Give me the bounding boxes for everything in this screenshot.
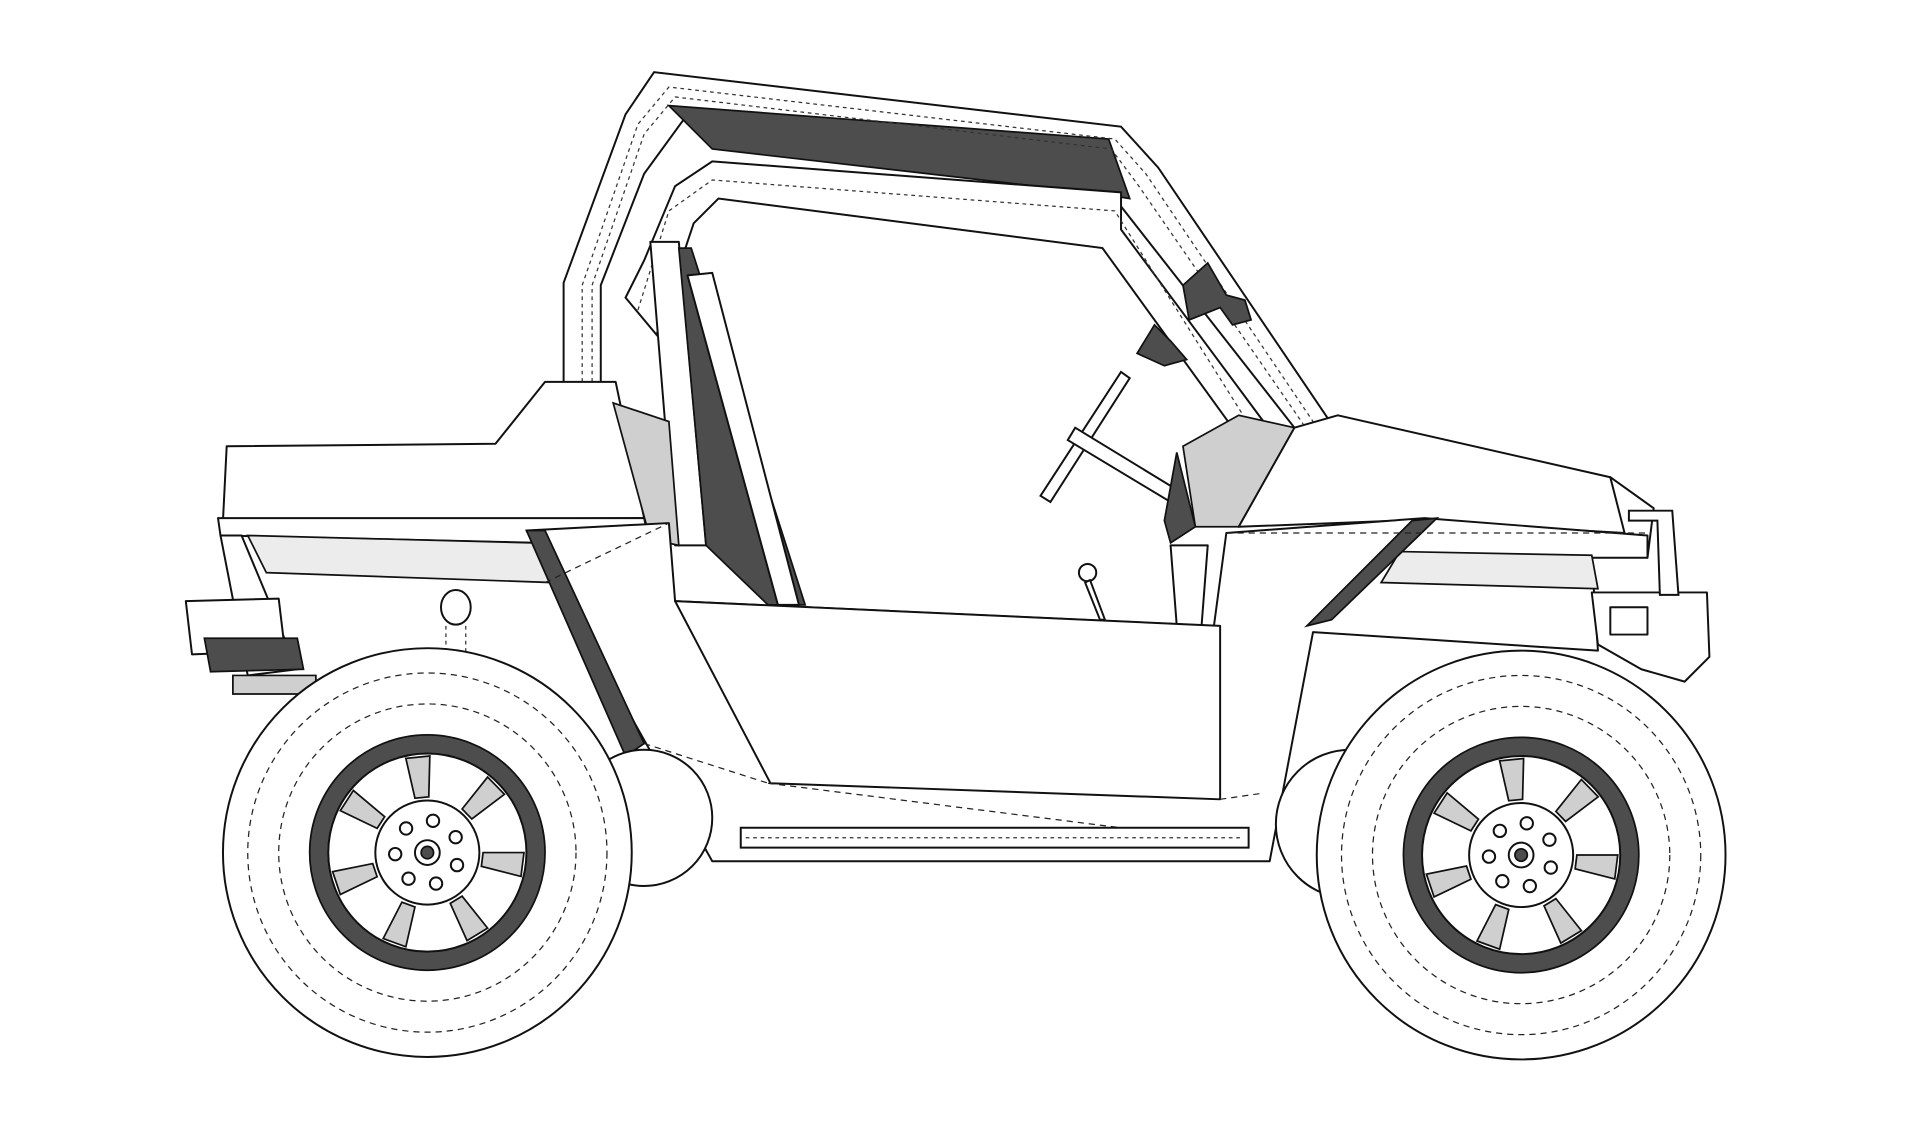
lug-nut [449,857,465,873]
body-side-panel [525,517,1649,863]
rear-wheel [221,647,714,1058]
rim-spoke [1498,757,1525,802]
rim-spoke [339,789,386,830]
lug-nut [425,813,441,829]
lug-nut [1543,860,1558,875]
lug-nut [388,846,403,862]
lug-nut [1495,873,1510,889]
lug-nut [1481,849,1497,864]
dashboard [1163,414,1296,627]
roll-cage [562,71,1334,429]
rim-spoke [381,901,416,948]
rear-bed [217,380,652,677]
side-mirrors [1135,261,1253,367]
rim-spoke [1542,897,1583,945]
rim-spoke [331,862,379,896]
lug-nut [398,821,414,836]
rim-spoke [404,755,431,800]
lug-nut [1519,816,1534,831]
rim-spoke [1425,865,1472,899]
rim-spoke [1432,791,1480,832]
rim-spoke [460,775,506,821]
lug-nut [1492,823,1508,839]
seats [611,240,807,606]
gear-shifter [1077,562,1106,621]
front-bumper [1590,509,1711,683]
rim-spoke [1554,778,1600,823]
rim-spoke [1574,854,1619,881]
lug-nut [401,871,416,886]
rear-bumper [184,597,317,695]
wheel-spokes [331,755,1619,951]
lug-nut [1522,878,1538,894]
rim-spoke [1475,903,1510,951]
rim-spoke [480,851,525,878]
lug-nut [428,876,444,891]
lug-nut [448,830,463,845]
lug-nut [1542,832,1557,847]
front-wheel [1274,649,1727,1061]
rim-spoke [449,895,489,942]
rear-light-post [439,588,472,670]
rocker-bar [739,826,1250,849]
steering-wheel [1039,370,1179,504]
